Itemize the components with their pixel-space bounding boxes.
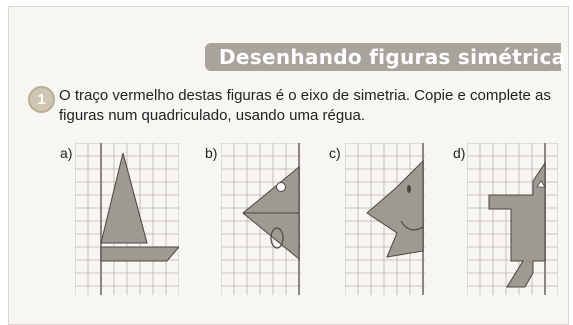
face-eye xyxy=(407,185,411,193)
section-banner: Desenhando figuras simétricas xyxy=(205,43,568,71)
figure-c-label: c) xyxy=(329,145,341,161)
half-face-shape xyxy=(366,159,424,258)
figure-b-label: b) xyxy=(205,145,218,161)
figure-c-grid xyxy=(345,143,425,295)
fish-eye xyxy=(276,182,286,192)
exercise-number: 1 xyxy=(37,91,46,108)
figure-d-label: d) xyxy=(453,145,466,161)
fish-spot xyxy=(270,227,284,249)
exercise-number-badge: 1 xyxy=(28,86,55,113)
exercise-instructions: O traço vermelho destas figuras é o eixo… xyxy=(59,87,551,124)
figure-a-grid xyxy=(75,143,179,295)
figure-b-grid xyxy=(221,143,301,295)
figure-d-marker xyxy=(536,180,546,188)
half-figure-shape xyxy=(488,161,546,288)
textbook-page: Desenhando figuras simétricas 1 O traço … xyxy=(8,6,569,325)
figure-a-label: a) xyxy=(60,145,73,161)
section-title: Desenhando figuras simétricas xyxy=(219,45,569,69)
hull-shape xyxy=(100,246,179,262)
face-mouth xyxy=(400,220,424,231)
figure-d-grid xyxy=(467,143,558,295)
sail-shape xyxy=(100,152,148,244)
